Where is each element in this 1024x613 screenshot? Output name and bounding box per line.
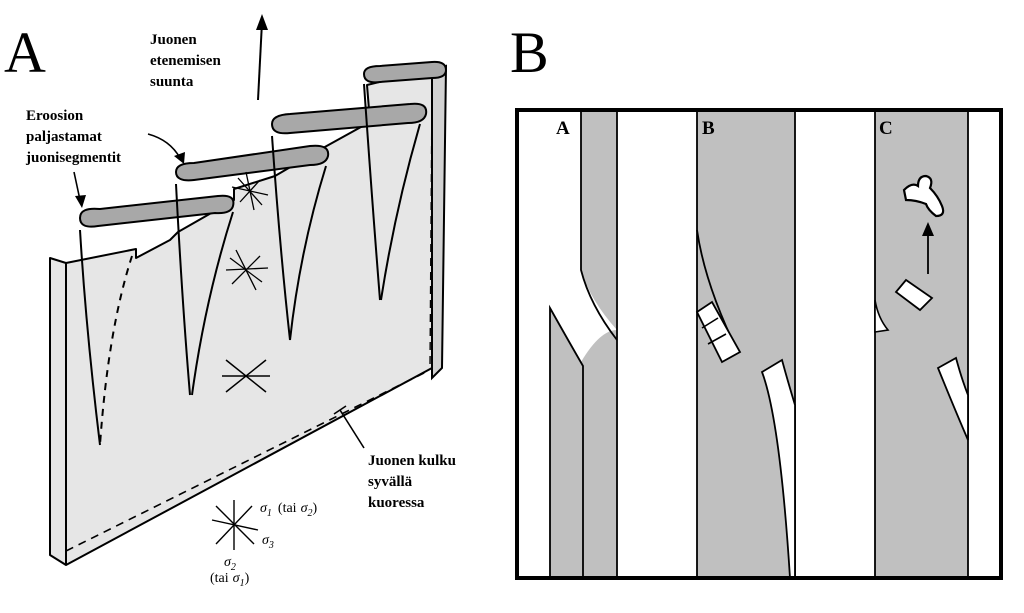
depth-pointer [339, 409, 365, 449]
dike-segment-1 [78, 194, 235, 228]
dike-b-lower [760, 358, 796, 579]
stress-star-top [231, 171, 269, 211]
dike-c-blob [902, 174, 945, 218]
stress-star-low [222, 359, 270, 393]
dike-b-upper [697, 110, 795, 578]
back-dashed-line [429, 89, 433, 371]
panel-a-letter: A [4, 20, 46, 85]
dike-traces [79, 83, 421, 446]
dike-segment-4 [362, 60, 448, 84]
dike-a-lower [549, 304, 584, 579]
erosion-arrows [73, 133, 185, 208]
dike-segments [78, 60, 448, 228]
depth-label: Juonen kulku syvällä kuoressa [368, 453, 460, 511]
sub-label-a: A [556, 118, 570, 139]
dike-c-fragment [894, 278, 934, 312]
dike-a-upper [581, 110, 617, 578]
dike-b-fragment [695, 300, 742, 364]
direction-label: Juonen etenemisen suunta [150, 32, 225, 90]
sigma2-label: σ2 [224, 555, 236, 573]
dike-segment-2 [174, 144, 330, 182]
sub-label-c: C [879, 118, 893, 139]
propagation-arrow [256, 14, 268, 101]
panel-b: B A B C [510, 20, 1003, 580]
deep-course-line [65, 371, 427, 552]
sub-label-b: B [702, 118, 715, 139]
dike-c-upper [875, 110, 968, 578]
panel-b-frame [515, 108, 1003, 580]
panel-b-letter: B [510, 20, 549, 85]
sigma3-label: σ3 [262, 533, 274, 551]
dike-segment-3 [270, 102, 428, 135]
stress-star-mid [225, 249, 269, 291]
block-front-face [49, 67, 439, 566]
block-side-face [431, 64, 448, 381]
panel-a: A [4, 14, 460, 589]
dike-c-notch [874, 299, 890, 333]
erosion-label: Eroosion paljastamat juonisegmentit [25, 108, 121, 166]
dike-c-lower [936, 356, 969, 441]
